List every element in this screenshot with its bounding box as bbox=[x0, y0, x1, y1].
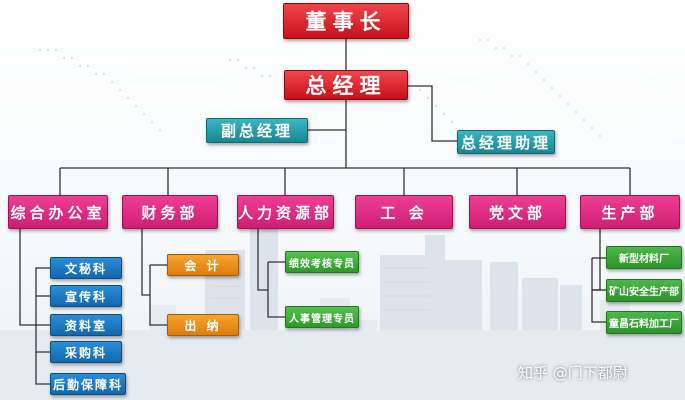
dept-union: 工 会 bbox=[355, 195, 453, 229]
finance-section-cashier: 出 纳 bbox=[167, 314, 239, 336]
connector-line bbox=[267, 262, 285, 318]
connector-line bbox=[35, 352, 50, 385]
dept-general-office: 综合办公室 bbox=[8, 195, 108, 229]
dept-hr: 人力资源部 bbox=[237, 195, 334, 229]
gm-assistant-box: 总经理助理 bbox=[457, 130, 555, 154]
hr-section-performance: 绩效考核专员 bbox=[285, 251, 359, 273]
general-manager-box: 总经理 bbox=[284, 70, 408, 100]
connector-line bbox=[35, 325, 50, 353]
dept-party: 党文部 bbox=[469, 195, 566, 229]
watermark-text: 知乎 @门下都尉 bbox=[518, 364, 628, 382]
connector-line bbox=[19, 229, 50, 326]
office-section-logistics: 后勤保障科 bbox=[50, 373, 126, 395]
prod-section-new-materials: 新型材料厂 bbox=[606, 246, 682, 269]
connector-line bbox=[141, 229, 150, 296]
dept-production: 生产部 bbox=[580, 195, 680, 229]
connector-line bbox=[592, 229, 601, 291]
chairman-box: 董事长 bbox=[283, 3, 409, 39]
dept-finance: 财务部 bbox=[122, 195, 218, 229]
office-section-secretarial: 文秘科 bbox=[50, 257, 122, 279]
connector-line bbox=[149, 265, 167, 326]
deputy-gm-box: 副总经理 bbox=[206, 118, 308, 143]
connector-line bbox=[35, 267, 50, 325]
office-section-procurement: 采购科 bbox=[50, 341, 122, 363]
prod-section-stone-processing: 童昌石料加工厂 bbox=[606, 311, 682, 334]
connector-line bbox=[591, 258, 606, 323]
office-section-publicity: 宣传科 bbox=[50, 285, 122, 307]
office-section-archives: 资料室 bbox=[50, 314, 122, 336]
hr-section-personnel: 人事管理专员 bbox=[285, 306, 359, 328]
connector-line bbox=[257, 229, 268, 291]
prod-section-mine-safety: 矿山安全生产部 bbox=[606, 279, 682, 302]
finance-section-accounting: 会 计 bbox=[167, 254, 239, 276]
connector-line bbox=[407, 85, 457, 142]
